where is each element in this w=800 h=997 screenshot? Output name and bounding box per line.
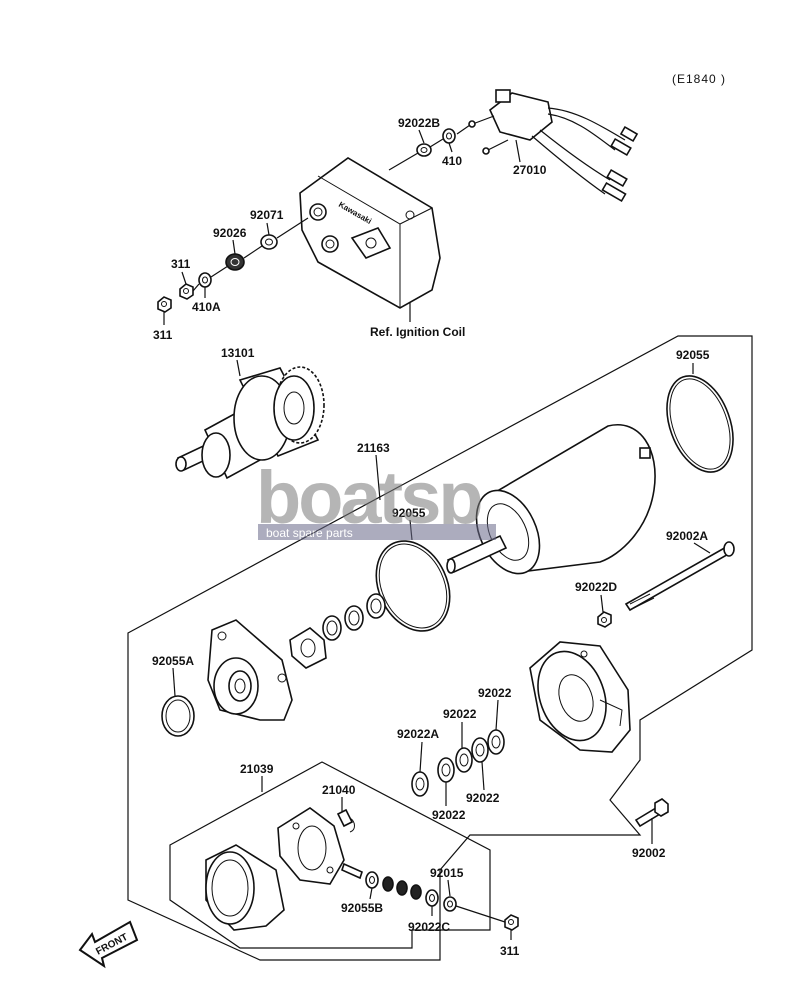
bolt-92002 <box>634 798 669 828</box>
lock-plate <box>289 627 327 669</box>
label-27010: 27010 <box>513 163 547 177</box>
nut-311-lower <box>157 296 172 313</box>
nut-311-bottom <box>455 905 519 931</box>
front-cover <box>207 619 293 721</box>
rear-housing <box>529 641 631 753</box>
watermark-bar <box>258 524 496 540</box>
label-311-lower: 311 <box>153 328 173 342</box>
washers-92022-cluster <box>411 729 505 797</box>
label-410A: 410A <box>192 300 221 314</box>
washer-stack-shaft <box>322 593 386 641</box>
label-92022D: 92022D <box>575 580 617 594</box>
washer-410A <box>198 272 212 288</box>
label-92055-mid: 92055 <box>392 506 426 520</box>
label-92055B: 92055B <box>341 901 383 915</box>
label-21040: 21040 <box>322 783 356 797</box>
label-21039: 21039 <box>240 762 274 776</box>
label-92022C: 92022C <box>408 920 450 934</box>
watermark: boatsp boat spare parts <box>256 456 496 540</box>
label-92055A: 92055A <box>152 654 194 668</box>
o-ring-92055-rear <box>666 375 734 473</box>
label-92015: 92015 <box>430 866 464 880</box>
diagram-code: (E1840 ) <box>672 72 726 86</box>
label-92002: 92002 <box>632 846 666 860</box>
washer-92022D <box>597 611 612 628</box>
grommet-92071 <box>260 234 278 250</box>
nut-410 <box>442 128 456 144</box>
assembly-frame <box>127 335 753 961</box>
label-92022-b2: 92022 <box>466 791 500 805</box>
starter-relay-27010 <box>468 89 639 203</box>
through-bolt-92002A <box>624 541 735 612</box>
label-92022-r2: 92022 <box>443 707 477 721</box>
brush-holder-21039 <box>205 807 345 931</box>
label-92022-r1: 92022 <box>478 686 512 700</box>
label-92022-b1: 92022 <box>432 808 466 822</box>
label-21163: 21163 <box>357 441 390 455</box>
label-410: 410 <box>442 154 462 168</box>
front-arrow: FRONT <box>78 920 139 969</box>
watermark-tagline: boat spare parts <box>266 526 353 540</box>
bushing-92026 <box>225 253 245 271</box>
washer-92022B <box>416 143 432 157</box>
label-92002A: 92002A <box>666 529 708 543</box>
brush-holder-frame <box>169 761 491 949</box>
nut-311-upper <box>179 283 194 300</box>
terminal-bolt <box>341 862 363 880</box>
label-92022B: 92022B <box>398 116 440 130</box>
label-92071: 92071 <box>250 208 284 222</box>
label-92022A: 92022A <box>397 727 439 741</box>
label-13101: 13101 <box>221 346 255 360</box>
label-311-bottom: 311 <box>500 944 520 958</box>
label-92026: 92026 <box>213 226 247 240</box>
label-92055-top: 92055 <box>676 348 710 362</box>
motor-yoke-21163 <box>446 423 656 575</box>
o-ring-92055A <box>161 695 195 737</box>
starter-clutch-13101 <box>175 366 325 480</box>
ignition-coil-box: Kawasaki <box>299 157 441 309</box>
brush-21040 <box>336 808 355 833</box>
label-311-upper: 311 <box>171 257 191 271</box>
o-ring-92055-front <box>375 540 451 632</box>
label-ref-ignition-coil: Ref. Ignition Coil <box>370 325 465 339</box>
